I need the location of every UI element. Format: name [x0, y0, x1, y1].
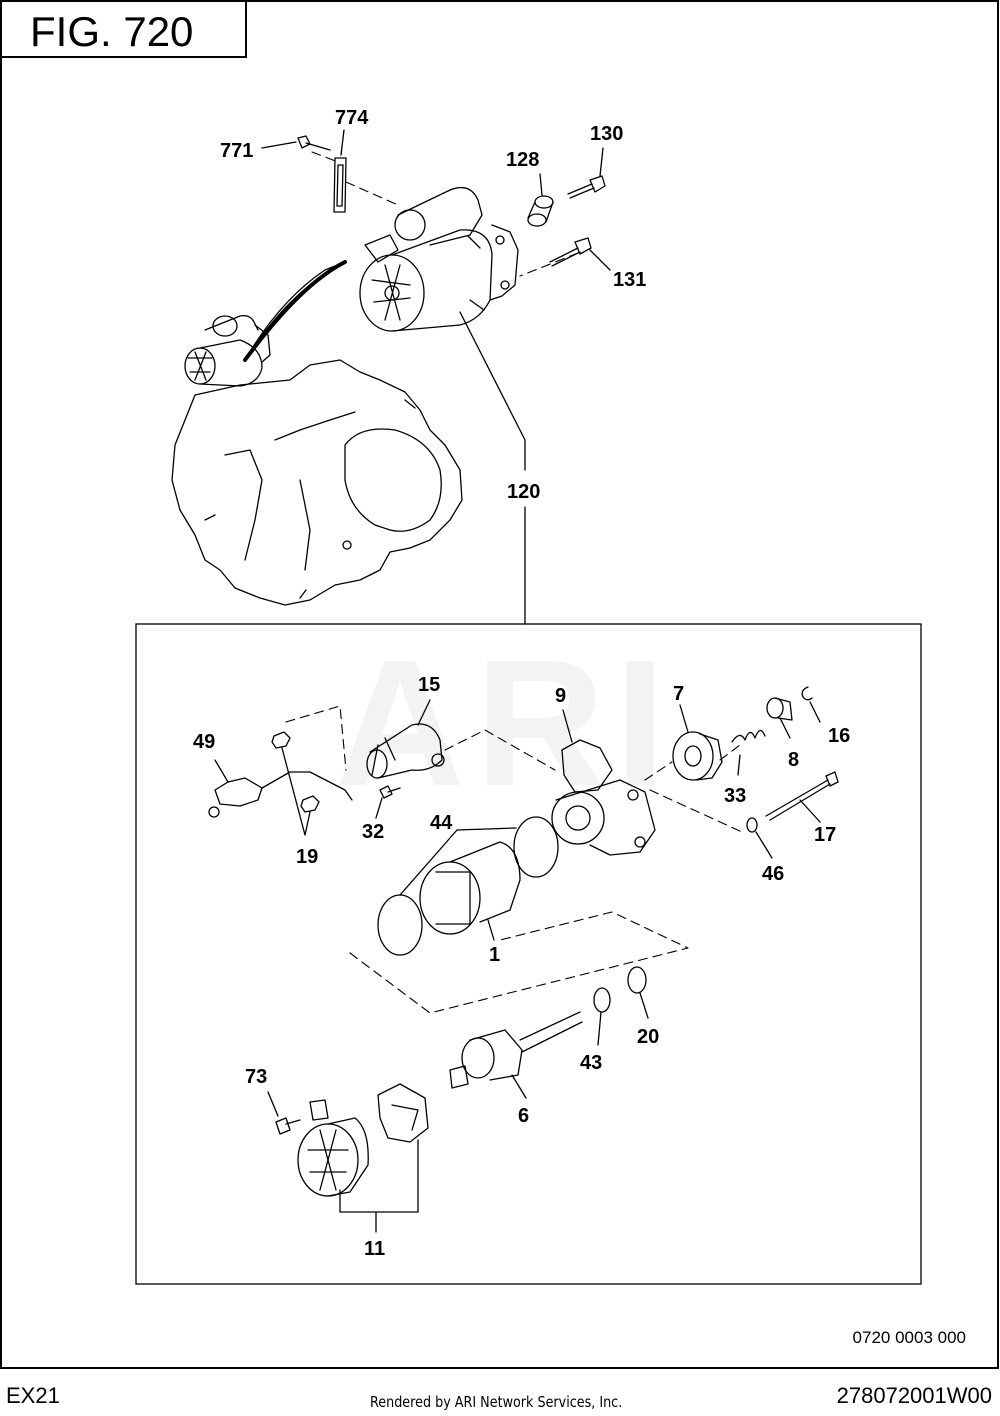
washer-43 [593, 987, 611, 1013]
bolt-17 [765, 771, 839, 821]
armature-6 [449, 1011, 583, 1089]
bolt-771 [297, 135, 331, 151]
clip-16 [801, 686, 813, 701]
callout-17: 17 [814, 824, 836, 846]
housing-9 [551, 739, 656, 856]
callout-43: 43 [580, 1052, 602, 1074]
callout-44: 44 [430, 812, 453, 834]
strap-774 [333, 157, 347, 213]
rendered-by: Rendered by ARI Network Services, Inc. [370, 1393, 623, 1411]
lead-wire-49 [208, 771, 353, 818]
end-frame-11 [297, 1099, 369, 1197]
callout-128: 128 [506, 149, 539, 171]
illustration-number: 0720 0003 000 [852, 1328, 966, 1347]
callout-73: 73 [245, 1066, 267, 1088]
callout-20: 20 [637, 1026, 659, 1048]
callout-8: 8 [788, 749, 799, 771]
document-number: 278072001W00 [836, 1383, 992, 1408]
callout-771: 771 [220, 140, 253, 162]
leader-lines [214, 129, 821, 1233]
page-border [0, 0, 999, 1369]
callouts: 774 771 128 130 131 120 15 9 7 16 8 49 3… [193, 107, 850, 1260]
solenoid-15 [366, 723, 445, 779]
spring-33 [731, 729, 766, 743]
callout-46: 46 [762, 863, 784, 885]
callout-16: 16 [828, 725, 850, 747]
callout-7: 7 [673, 683, 684, 705]
collar-128 [527, 195, 554, 227]
callout-19: 19 [296, 846, 318, 868]
callout-6: 6 [518, 1105, 529, 1127]
callout-774: 774 [335, 107, 369, 129]
screw-32 [379, 785, 401, 799]
nut-19 [271, 731, 320, 813]
callout-15: 15 [418, 674, 440, 696]
o-ring-46 [746, 817, 758, 833]
yoke-1 [419, 841, 521, 935]
callout-33: 33 [724, 785, 746, 807]
starter-on-engine [184, 314, 271, 387]
collar-8 [766, 697, 793, 721]
callout-9: 9 [555, 685, 566, 707]
detail-box [135, 623, 922, 1285]
o-ring-44-left [377, 894, 423, 956]
brush-holder-11 [377, 1083, 429, 1143]
model-code: EX21 [6, 1383, 60, 1408]
callout-49: 49 [193, 731, 215, 753]
callout-32: 32 [362, 821, 384, 843]
callout-130: 130 [590, 123, 623, 145]
callout-120: 120 [507, 481, 540, 503]
callout-131: 131 [613, 269, 646, 291]
o-ring-44-right [513, 816, 559, 878]
callout-11: 11 [364, 1238, 385, 1260]
engine-block [171, 260, 463, 606]
assembly-lines [285, 151, 743, 1014]
washer-20 [627, 966, 647, 994]
pinion-7 [672, 731, 723, 781]
figure-label-box [0, 0, 247, 58]
bolt-130 [567, 175, 606, 199]
callout-1: 1 [489, 944, 500, 966]
figure-label: FIG. 720 [30, 8, 193, 55]
screw-73 [275, 1117, 301, 1135]
starter-assembly [359, 186, 519, 332]
